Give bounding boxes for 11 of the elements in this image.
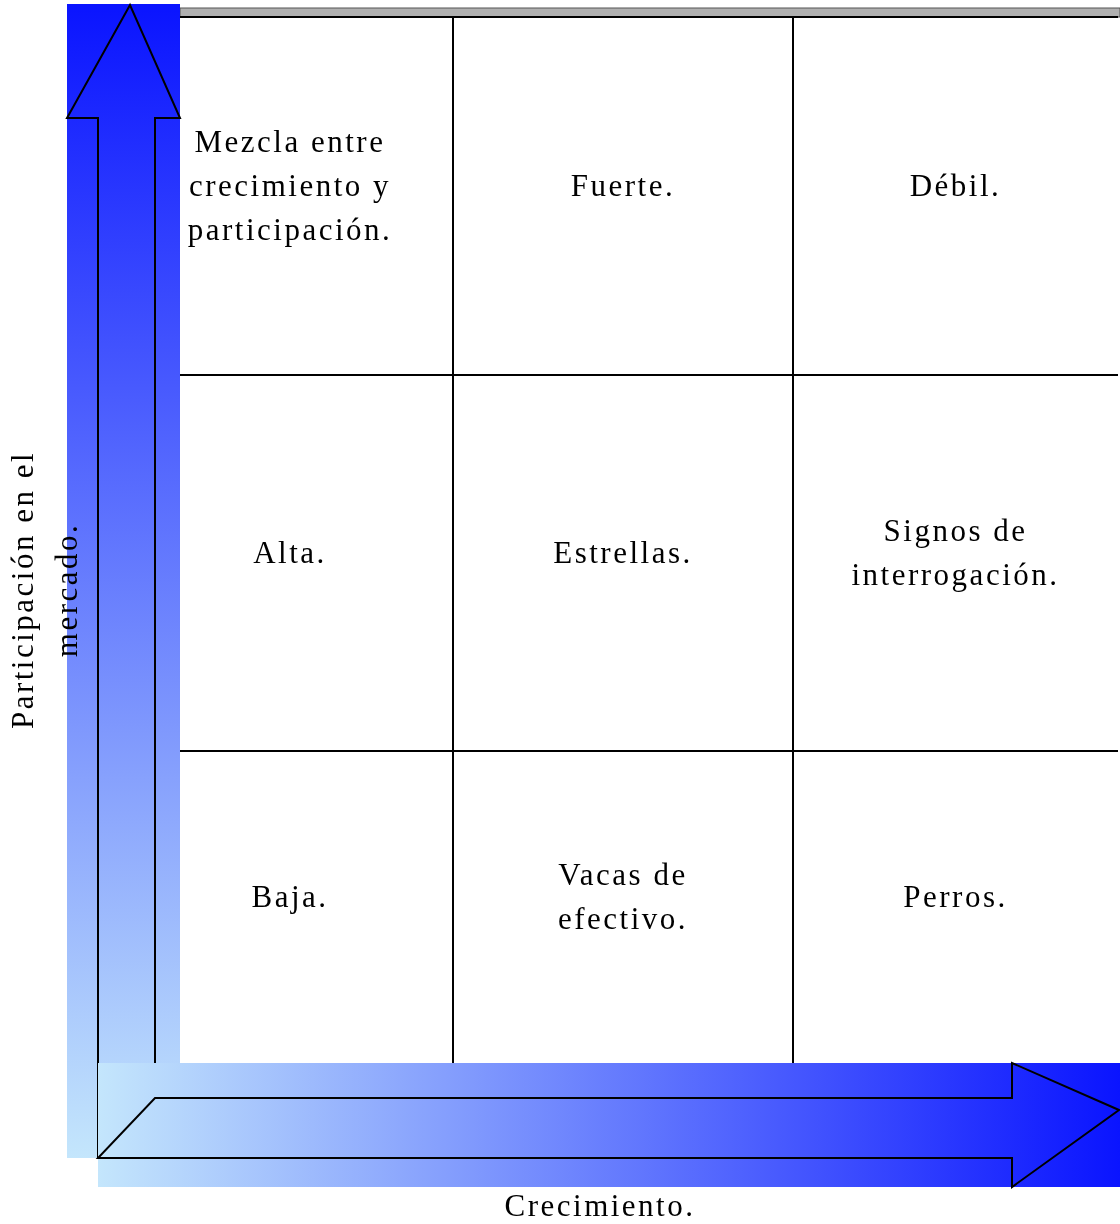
matrix-label: Alta.	[253, 534, 327, 572]
matrix-label: Baja.	[251, 878, 329, 916]
axis-title: Crecimiento.	[504, 1186, 696, 1224]
matrix-label: Perros.	[903, 878, 1008, 916]
matrix-label: Vacas de efectivo.	[556, 856, 690, 938]
matrix-label: Estrellas.	[553, 534, 693, 572]
matrix-label: Mezcla entre crecimiento y participación.	[186, 123, 394, 249]
matrix-label: Débil.	[909, 167, 1002, 205]
axis-title: Participación en el mercado.	[4, 449, 85, 732]
matrix-label: Fuerte.	[570, 167, 676, 205]
matrix-label: Signos de interrogación.	[850, 512, 1061, 594]
